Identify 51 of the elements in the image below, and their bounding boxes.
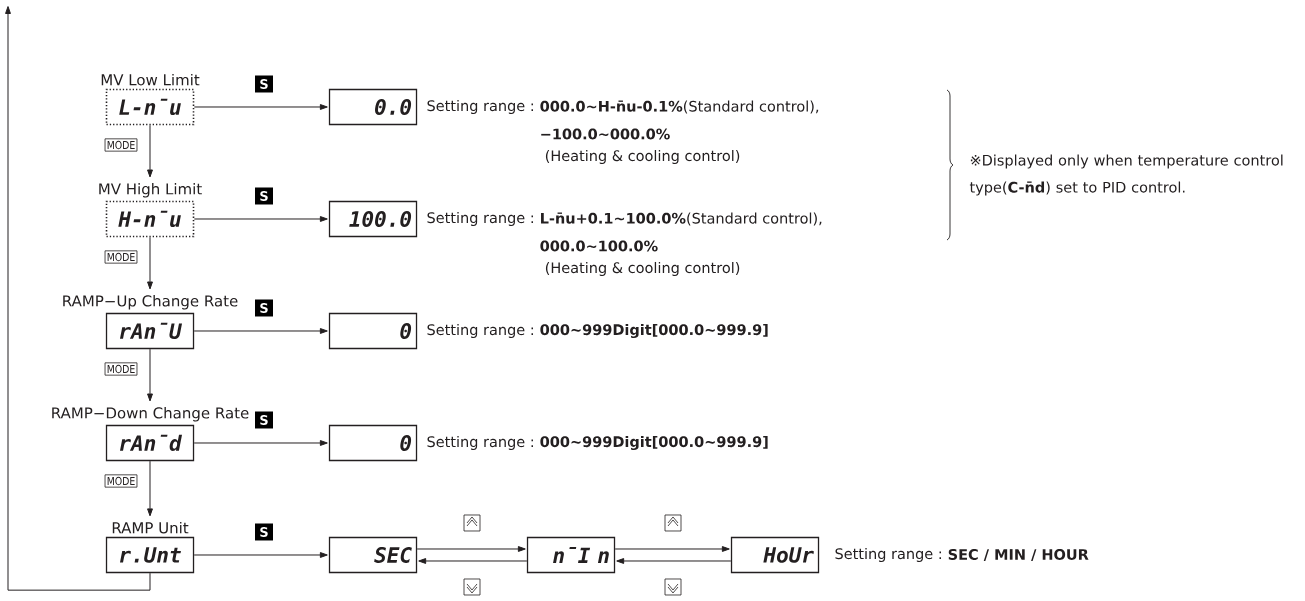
key-badge: S	[255, 411, 273, 429]
key-badge: S	[255, 299, 273, 317]
value-display: 0	[328, 424, 418, 462]
parameter-heading: MV High Limit	[99, 183, 202, 198]
arrow	[147, 460, 153, 517]
key-badge: MODE	[104, 250, 138, 264]
range-text: SEC / MIN / HOUR	[948, 548, 1089, 562]
value-display: 0	[328, 312, 418, 350]
arrow	[193, 104, 328, 110]
arrow	[147, 124, 153, 178]
parameter-display: L-n̄u	[105, 88, 195, 126]
arrow	[616, 558, 732, 564]
arrow	[193, 328, 328, 334]
range-text: (Heating & cooling control)	[545, 261, 740, 276]
loop-arrow	[5, 6, 151, 591]
value-display: 100.0	[328, 200, 418, 238]
range-text: 000~999Digit[000.0~999.9]	[540, 323, 768, 339]
parameter-display: rAn̄d	[105, 424, 195, 462]
parameter-heading: RAMP Unit	[112, 521, 189, 534]
value-display: HoUr	[730, 536, 820, 574]
key-badge: MODE	[104, 474, 138, 488]
arrow	[193, 552, 328, 558]
range-text: 000.0~H-n̄u-0.1%(Standard control),	[540, 100, 819, 114]
arrow	[416, 546, 526, 552]
arrow	[614, 546, 730, 552]
parameter-display: rAn̄U	[105, 312, 195, 350]
arrow	[418, 558, 528, 564]
parameter-heading: RAMP−Down Change Rate	[52, 407, 249, 422]
parameter-heading: RAMP−Up Change Rate	[63, 295, 238, 310]
arrow	[147, 236, 153, 290]
range-text: 000~999Digit[000.0~999.9]	[540, 435, 768, 451]
key-badge: MODE	[104, 362, 138, 376]
arrow	[193, 440, 328, 446]
key-badge: S	[255, 75, 273, 93]
value-display: SEC	[328, 536, 418, 574]
value-display: 0.0	[328, 88, 418, 126]
range-text: (Heating & cooling control)	[545, 149, 740, 164]
parameter-display: r.Unt	[105, 536, 195, 574]
range-text: L-n̄u+0.1~100.0%(Standard control),	[541, 212, 822, 226]
range-text: Setting range :	[835, 547, 941, 562]
range-text: 000.0~100.0%	[540, 240, 658, 252]
parameter-heading: MV Low Limit	[101, 73, 200, 86]
parameter-display: H-n̄u	[105, 200, 195, 238]
range-text: −100.0~000.0%	[541, 128, 670, 140]
note-text: ※Displayed only when temperature control type(C-n̄d) set to PID control.	[969, 154, 1283, 196]
value-display: n̄I n	[526, 536, 616, 574]
key-badge: S	[255, 187, 273, 205]
key-badge: MODE	[104, 138, 138, 152]
arrow	[147, 348, 153, 402]
key-badge: S	[255, 523, 273, 541]
arrow	[193, 216, 328, 222]
